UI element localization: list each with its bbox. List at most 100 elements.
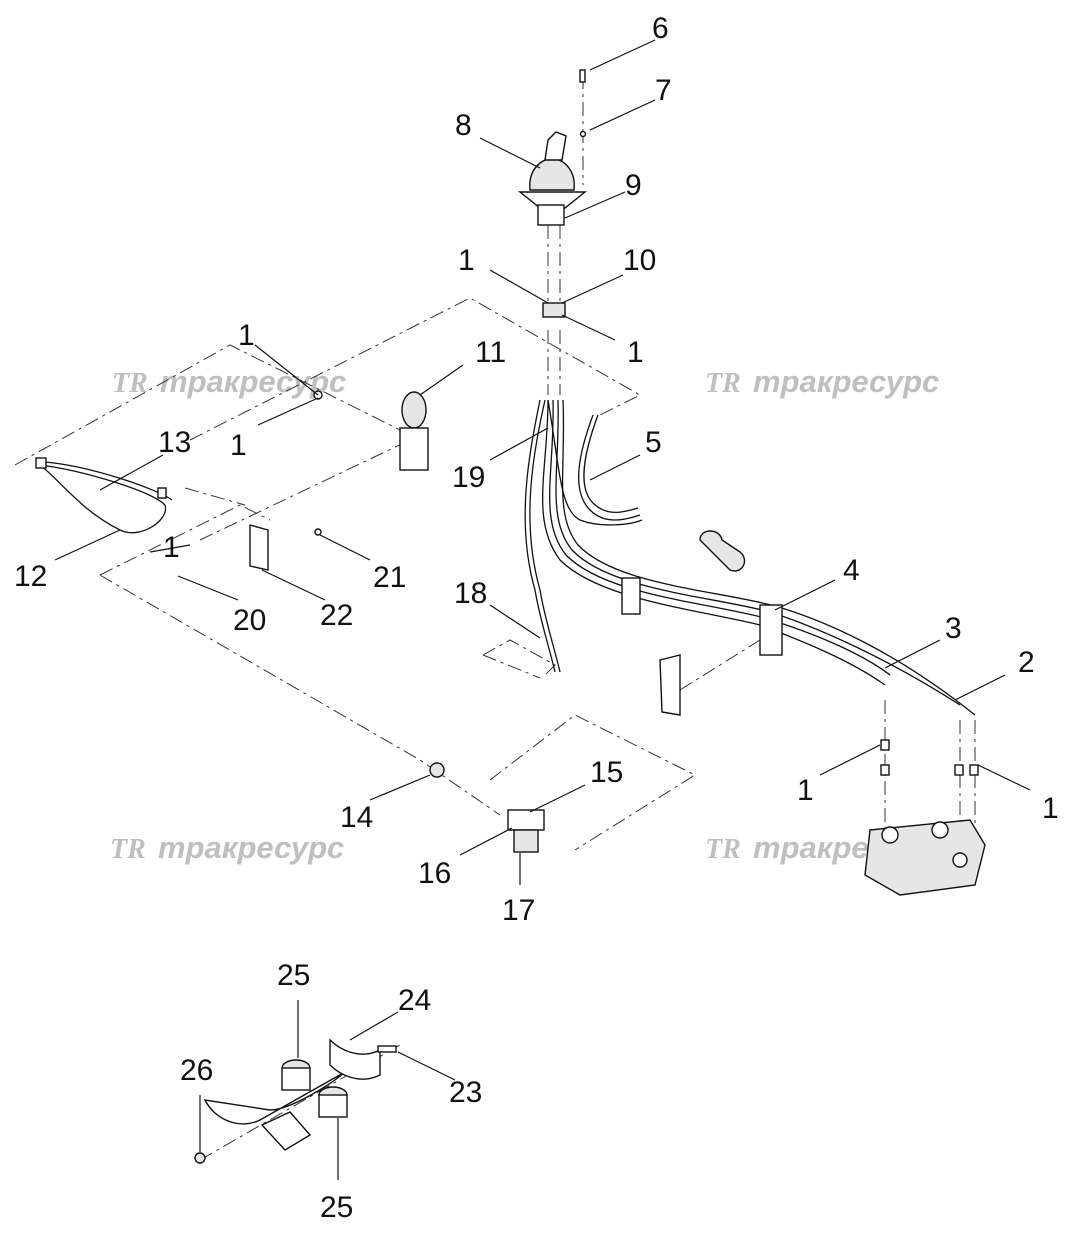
hose-fitting: [157, 487, 167, 499]
leader-11: [419, 364, 464, 396]
leader-19: [489, 427, 549, 461]
leader-22: [261, 569, 326, 601]
callout-16: 16: [418, 857, 451, 890]
leader-9: [564, 191, 626, 219]
leader-18: [489, 604, 541, 639]
leader-1g: [977, 764, 1031, 791]
bushing-25-body: [281, 1067, 311, 1091]
callout-19: 19: [452, 461, 485, 494]
valve-port: [931, 821, 949, 839]
assembly-line: [199, 439, 411, 541]
watermark-logo: TR: [705, 834, 741, 865]
callout-14: 14: [340, 801, 373, 834]
mounting-bracket: [659, 654, 681, 716]
connector-block-10: [542, 302, 566, 318]
callout-9: 9: [625, 169, 642, 202]
leader-15: [529, 784, 586, 813]
watermark-logo: TR: [705, 368, 741, 399]
fitting-1: [880, 739, 890, 751]
callout-17: 17: [502, 894, 535, 927]
nut-26: [194, 1152, 206, 1164]
valve-port: [881, 826, 899, 844]
bracket-22: [249, 524, 322, 571]
leader-1d: [257, 397, 319, 426]
assembly-line: [189, 297, 642, 441]
clamp-block: [621, 577, 641, 615]
bolt-21: [314, 528, 322, 536]
watermark-top-right: TR тракресурс: [705, 364, 939, 399]
hose-5: [578, 414, 641, 521]
washer-7: [579, 130, 587, 138]
joystick-handle: [544, 131, 567, 161]
watermark-logo: TR: [110, 834, 146, 865]
bolt-6: [579, 69, 586, 83]
control-valve-block: [864, 739, 986, 896]
callout-1b: 1: [627, 336, 644, 369]
leader-14: [369, 774, 431, 801]
leader-1f: [819, 744, 881, 776]
clamp-4: [621, 530, 783, 716]
joystick-valve-body: [537, 204, 565, 226]
clamp-block: [759, 604, 783, 656]
callout-5: 5: [645, 426, 662, 459]
leader-1b: [561, 314, 616, 341]
callout-labels: 6 7 8 9 1 10 1 1 11 1 13 19 5 12 1 21 20…: [14, 12, 1059, 1224]
leader-4: [774, 579, 836, 611]
bolt-23: [377, 1045, 397, 1053]
assembly-line: [14, 344, 421, 466]
clamp-piece: [699, 530, 746, 572]
hose-5b: [583, 414, 639, 514]
callout-25a: 25: [277, 959, 310, 992]
bracket-set: [194, 1038, 397, 1164]
assembly-line: [482, 654, 541, 679]
watermark-text: тракресурс: [158, 830, 344, 865]
callout-7: 7: [655, 74, 672, 107]
filter-assembly: [429, 762, 545, 853]
hose: [549, 399, 891, 676]
filter-head-15: [507, 809, 545, 831]
callout-4: 4: [843, 554, 860, 587]
assembly-line: [184, 487, 246, 506]
leader-1a: [489, 269, 549, 304]
callout-21: 21: [373, 561, 406, 594]
hose: [547, 399, 643, 526]
callout-1d: 1: [230, 429, 247, 462]
callout-18: 18: [454, 577, 487, 610]
callout-23: 23: [449, 1076, 482, 1109]
callout-26: 26: [180, 1054, 213, 1087]
hose-18: [524, 399, 556, 673]
leader-10: [561, 274, 624, 304]
hose: [561, 399, 976, 716]
fitting-14: [429, 762, 445, 778]
bracket-plate-24: [329, 1038, 381, 1080]
accumulator-bulb: [401, 391, 427, 429]
leader-16: [459, 827, 513, 856]
leader-6: [589, 39, 656, 71]
bracket-strap-end: [260, 1111, 312, 1151]
callout-22: 22: [320, 599, 353, 632]
joystick-base-plate: [518, 191, 587, 209]
leader-1c: [254, 344, 319, 396]
callout-3: 3: [945, 612, 962, 645]
callout-10: 10: [623, 244, 656, 277]
hose-18b: [529, 399, 561, 673]
hoses-12-13: [35, 457, 173, 534]
callout-1a: 1: [458, 244, 475, 277]
callout-6: 6: [652, 12, 669, 45]
callout-12: 12: [14, 560, 47, 593]
leader-3: [884, 639, 941, 669]
filter-element-17: [513, 829, 539, 853]
joystick-boot: [529, 157, 575, 191]
callout-20: 20: [233, 604, 266, 637]
leader-23: [397, 1051, 456, 1081]
assembly-line: [99, 504, 271, 576]
callout-11: 11: [475, 336, 506, 369]
bushing-25-body: [318, 1094, 348, 1118]
callout-1f: 1: [797, 774, 814, 807]
watermark-top-left: TR тракресурс: [112, 364, 346, 399]
assembly-line: [679, 639, 761, 691]
callout-1e: 1: [163, 531, 180, 564]
fitting-1: [969, 764, 979, 776]
assembly-line: [489, 714, 697, 851]
